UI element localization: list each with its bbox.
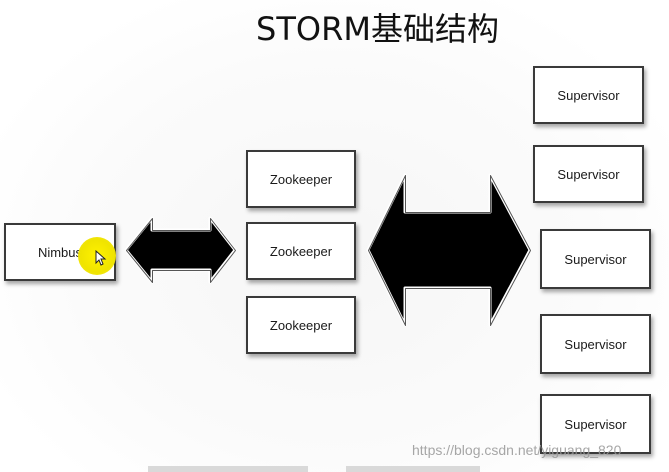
zookeeper-node: Zookeeper <box>246 150 356 208</box>
supervisor-node: Supervisor <box>533 66 644 124</box>
supervisor-label: Supervisor <box>564 416 627 432</box>
double-arrow-nimbus-zookeeper <box>124 216 237 284</box>
zookeeper-node: Zookeeper <box>246 296 356 354</box>
watermark-url: https://blog.csdn.net/yiguang_820 <box>412 442 622 458</box>
supervisor-label: Supervisor <box>564 251 627 267</box>
supervisor-node: Supervisor <box>540 229 651 289</box>
double-arrow-zookeeper-supervisor <box>366 173 532 327</box>
supervisor-node: Supervisor <box>540 314 651 374</box>
supervisor-label: Supervisor <box>557 87 620 103</box>
zookeeper-label: Zookeeper <box>269 171 333 187</box>
supervisor-label: Supervisor <box>564 336 627 352</box>
footer-strip <box>346 466 480 472</box>
zookeeper-label: Zookeeper <box>269 243 333 259</box>
zookeeper-label: Zookeeper <box>269 317 333 333</box>
zookeeper-node: Zookeeper <box>246 222 356 280</box>
supervisor-label: Supervisor <box>557 166 620 182</box>
footer-strip <box>148 466 308 472</box>
supervisor-node: Supervisor <box>533 145 644 203</box>
mouse-pointer-icon <box>95 250 107 266</box>
supervisor-node: Supervisor <box>540 394 651 454</box>
diagram-title: STORM基础结构 <box>256 10 499 48</box>
nimbus-label: Nimbus <box>37 244 83 260</box>
